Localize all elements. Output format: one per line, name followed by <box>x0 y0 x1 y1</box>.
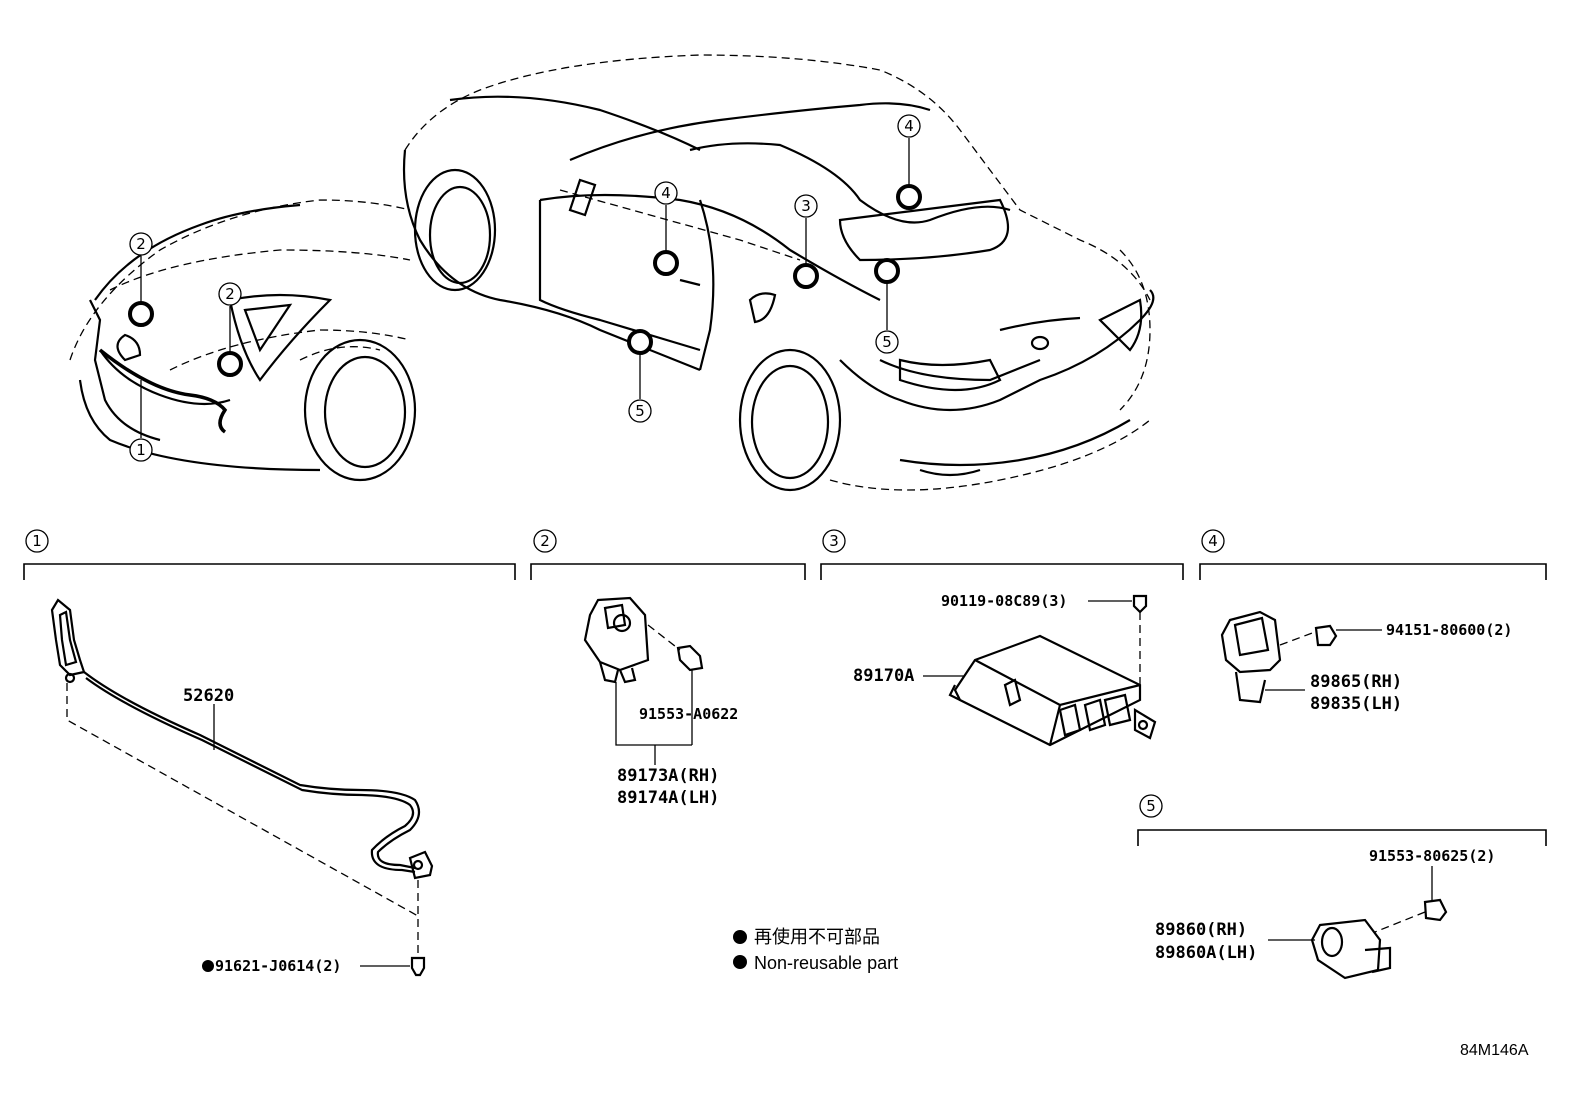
sensor-marker <box>627 329 653 355</box>
callout-number: 4 <box>661 184 671 202</box>
part-number: 91553-80625(2) <box>1369 847 1495 865</box>
section-3-parts: 90119-08C89(3) 89170A <box>853 592 1157 747</box>
part-number: 90119-08C89(3) <box>941 592 1067 610</box>
part-number: 52620 <box>183 686 234 706</box>
legend: 再使用不可部品 Non-reusable part <box>733 927 898 973</box>
section-number: 3 <box>829 532 839 550</box>
sensor-marker <box>128 301 154 327</box>
part-number: 89170A <box>853 666 914 686</box>
callout-number: 1 <box>136 441 146 459</box>
sensor-marker <box>874 258 900 284</box>
part-number: 91621-J0614(2) <box>215 957 341 975</box>
part-number: 89835(LH) <box>1310 694 1402 714</box>
sensor-marker <box>653 250 679 276</box>
section-2-parts: 91553-A0622 89173A(RH) 89174A(LH) <box>583 596 738 808</box>
section-brackets: 1 2 3 4 5 <box>23 529 1547 846</box>
legend-en-text: Non-reusable part <box>754 953 898 973</box>
section-4-parts: 94151-80600(2) 89865(RH) 89835(LH) <box>1220 610 1512 714</box>
legend-jp-text: 再使用不可部品 <box>754 927 880 947</box>
car-front-view <box>69 199 417 482</box>
callout-number: 4 <box>904 117 914 135</box>
section-number: 1 <box>32 532 42 550</box>
sensor-marker <box>217 351 243 377</box>
callout-number: 3 <box>801 197 811 215</box>
part-number: 89860A(LH) <box>1155 943 1257 963</box>
sensor-marker <box>793 263 819 289</box>
section-number: 4 <box>1208 532 1218 550</box>
section-1-parts: 52620 91621-J0614(2) <box>50 598 434 977</box>
part-number: 89860(RH) <box>1155 920 1247 940</box>
section-number: 5 <box>1146 797 1156 815</box>
callout-markers: 2 2 1 4 4 3 5 5 <box>128 114 922 462</box>
diagram-code: 84M146A <box>1460 1042 1529 1059</box>
section-number: 2 <box>540 532 550 550</box>
sensor-marker <box>896 184 922 210</box>
part-number: 89865(RH) <box>1310 672 1402 692</box>
part-number: 91553-A0622 <box>639 705 738 723</box>
callout-number: 2 <box>225 285 235 303</box>
part-number: 89174A(LH) <box>617 788 719 808</box>
part-number: 94151-80600(2) <box>1386 621 1512 639</box>
section-5-parts: 91553-80625(2) 89860(RH) 89860A(LH) <box>1155 847 1495 980</box>
car-rear-view <box>402 54 1155 492</box>
part-number: 89173A(RH) <box>617 766 719 786</box>
callout-number: 5 <box>882 333 892 351</box>
callout-number: 2 <box>136 235 146 253</box>
callout-number: 5 <box>635 402 645 420</box>
